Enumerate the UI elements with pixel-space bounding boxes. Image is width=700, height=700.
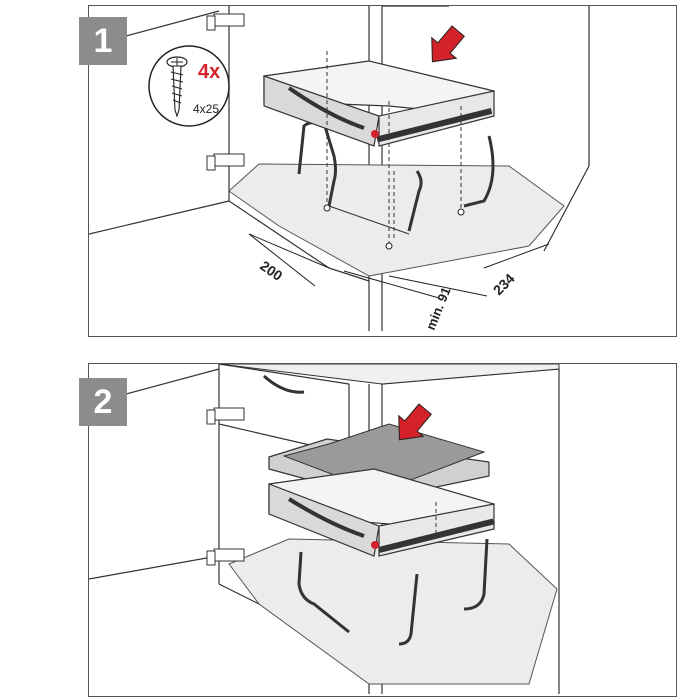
- drawer-handle: [262, 374, 305, 394]
- step-1-panel: 4x 4x25: [88, 5, 677, 337]
- hinge-icon: [206, 13, 245, 171]
- countertop: [218, 364, 560, 385]
- step-1-badge: 1: [79, 17, 127, 65]
- screw-holes: [323, 204, 465, 250]
- step-2-panel: [88, 363, 677, 697]
- front-marker: [371, 541, 379, 549]
- step-2-illustration: [89, 364, 560, 694]
- dimension-front: min. 91: [423, 285, 454, 332]
- pull-out-basket: [263, 60, 495, 147]
- front-marker: [371, 130, 379, 138]
- dimension-left: 200: [257, 257, 285, 284]
- dimension-right: 234: [490, 270, 518, 298]
- pull-out-frame: [297, 538, 489, 646]
- pull-out-frame: [297, 120, 495, 235]
- dimension-lines: [248, 233, 550, 299]
- step-1-illustration: 4x 4x25: [89, 6, 590, 332]
- cabinet-floor: [228, 538, 558, 685]
- cabinet-floor: [228, 163, 565, 277]
- insert-arrow-icon: [431, 25, 465, 63]
- hinge-icon: [206, 407, 245, 566]
- screw-count: 4x: [198, 61, 220, 83]
- insert-arrow-icon: [398, 403, 432, 441]
- screw-size: 4x25: [193, 102, 219, 116]
- step-2-badge: 2: [79, 378, 127, 426]
- drill-guides: [326, 51, 462, 246]
- screw-icon: [148, 45, 230, 127]
